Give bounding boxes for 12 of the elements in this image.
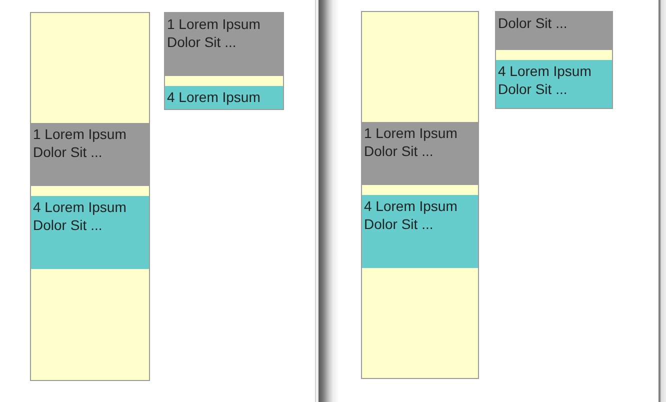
note-card: 4 Lorem Ipsum Dolor Sit ... — [496, 60, 612, 108]
note-card: 4 Lorem Ipsum Dolor Sit ... — [362, 195, 478, 268]
note-card: 4 Lorem Ipsum — [165, 86, 283, 109]
column-panel — [164, 12, 284, 110]
column-panel — [30, 12, 150, 381]
column-panel — [361, 11, 479, 379]
note-card: 1 Lorem Ipsum Dolor Sit ... — [165, 13, 283, 76]
note-card: 4 Lorem Ipsum Dolor Sit ... — [31, 196, 149, 269]
note-card: 1 Lorem Ipsum Dolor Sit ... — [31, 123, 149, 186]
column-panel — [495, 11, 613, 109]
note-card: Dolor Sit ... — [496, 12, 612, 50]
note-card: 1 Lorem Ipsum Dolor Sit ... — [362, 122, 478, 185]
